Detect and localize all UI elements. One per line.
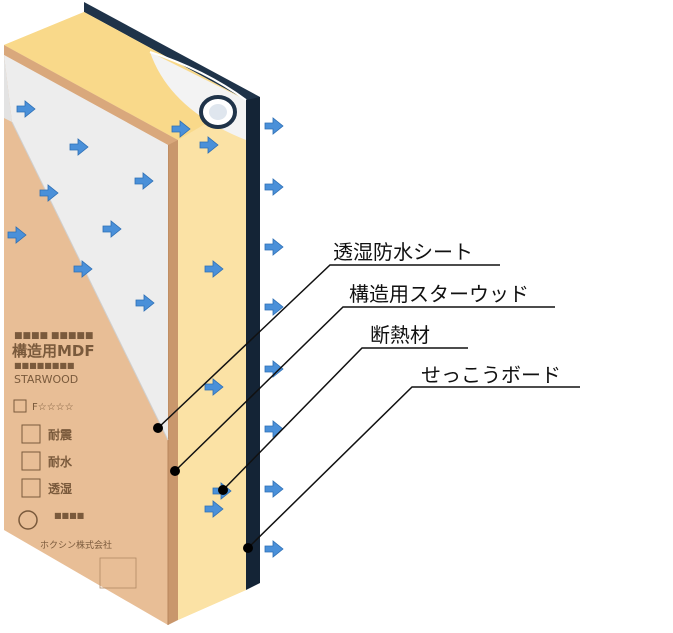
mdf-brand: STARWOOD	[14, 373, 78, 386]
water-resistance-icon	[21, 451, 41, 471]
mdf-feature-1: 耐震	[48, 427, 73, 442]
mdf-grade-text: F☆☆☆☆	[32, 402, 74, 413]
gypsum-board-layer	[84, 2, 260, 590]
airflow-arrow-icon	[264, 420, 284, 438]
mdf-spec-table	[99, 557, 137, 589]
leader-moisture-barrier	[157, 264, 500, 429]
mdf-mark-icon	[13, 399, 27, 413]
airflow-arrow-icon	[264, 540, 284, 558]
label-structural-plywood: 構造用スターウッド	[349, 282, 529, 306]
mdf-small-text-3: ■■■■	[54, 511, 84, 520]
leader-insulation	[222, 347, 468, 491]
dot-structural-plywood	[170, 466, 180, 476]
mdf-panel-print: ■■■■ ■■■■■ 構造用MDF ■■■■■■■■ STARWOOD F☆☆☆…	[12, 331, 137, 589]
mdf-small-text-2: ■■■■■■■■	[14, 361, 74, 370]
breathability-icon	[21, 478, 41, 498]
airflow-arrow-icon	[264, 238, 284, 256]
callout-dots	[153, 423, 253, 553]
dot-insulation	[218, 485, 228, 495]
mdf-feature-3: 透湿	[48, 481, 72, 496]
callout-leaders	[157, 264, 580, 549]
insulation-layer	[4, 12, 247, 620]
mdf-small-text: ■■■■ ■■■■■	[14, 331, 93, 341]
leader-gypsum-board	[247, 386, 580, 549]
airflow-arrow-icon	[264, 480, 284, 498]
label-gypsum-board: せっこうボード	[421, 363, 561, 387]
mdf-company: ホクシン株式会社	[40, 539, 112, 551]
company-logo-icon	[18, 510, 38, 530]
quake-resistance-icon	[21, 424, 41, 444]
dot-gypsum-board	[243, 543, 253, 553]
moisture-barrier-layer	[4, 55, 169, 441]
leader-structural-plywood	[174, 306, 555, 472]
airflow-arrow-icon	[264, 117, 284, 135]
dot-moisture-barrier	[153, 423, 163, 433]
mdf-product-name: 構造用MDF	[12, 342, 95, 360]
airflow-arrow-icon	[264, 178, 284, 196]
mdf-feature-2: 耐水	[48, 454, 73, 469]
label-insulation: 断熱材	[370, 323, 430, 347]
label-moisture-barrier: 透湿防水シート	[333, 240, 473, 264]
